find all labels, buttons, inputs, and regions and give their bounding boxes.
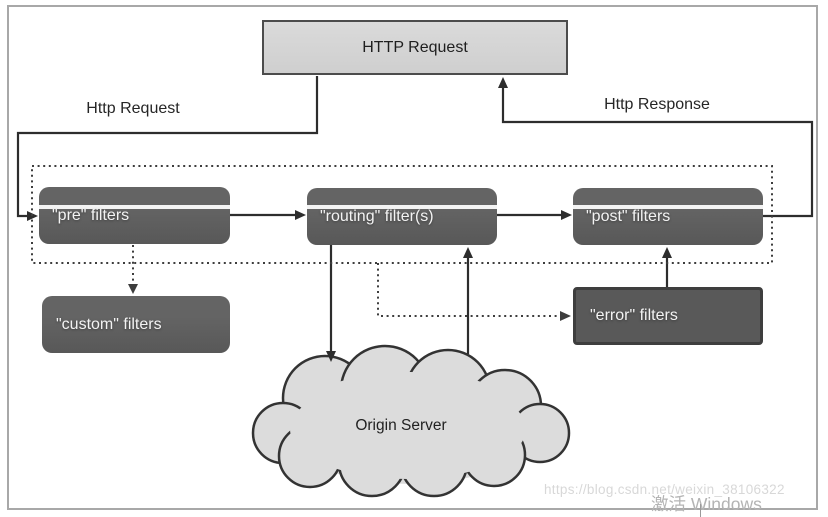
error-filters-box: "error" filters [573,287,763,345]
pre-filters-label: "pre" filters [52,206,130,224]
routing-filters-box: "routing" filter(s) [307,188,497,245]
origin-server-label: Origin Server [355,417,447,434]
post-filters-label: "post" filters [586,207,671,225]
routing-filters-label: "routing" filter(s) [320,207,434,225]
custom-filters-label: "custom" filters [56,315,162,333]
diagram-outer-frame [7,5,818,510]
post-filters-box: "post" filters [573,188,763,245]
http-request-box: HTTP Request [262,20,568,75]
error-filters-label: "error" filters [590,307,678,324]
activate-windows-watermark: 激活 Windows [651,494,762,514]
csdn-blog-watermark: https://blog.csdn.net/weixin_38106322 [544,482,785,497]
http-request-box-label: HTTP Request [362,38,468,56]
custom-filters-box: "custom" filters [42,296,230,353]
watermark-stray-mark [700,504,701,517]
pre-filters-box: "pre" filters [39,187,230,244]
http-response-flow-label: Http Response [604,96,710,113]
http-request-flow-label: Http Request [86,100,180,117]
